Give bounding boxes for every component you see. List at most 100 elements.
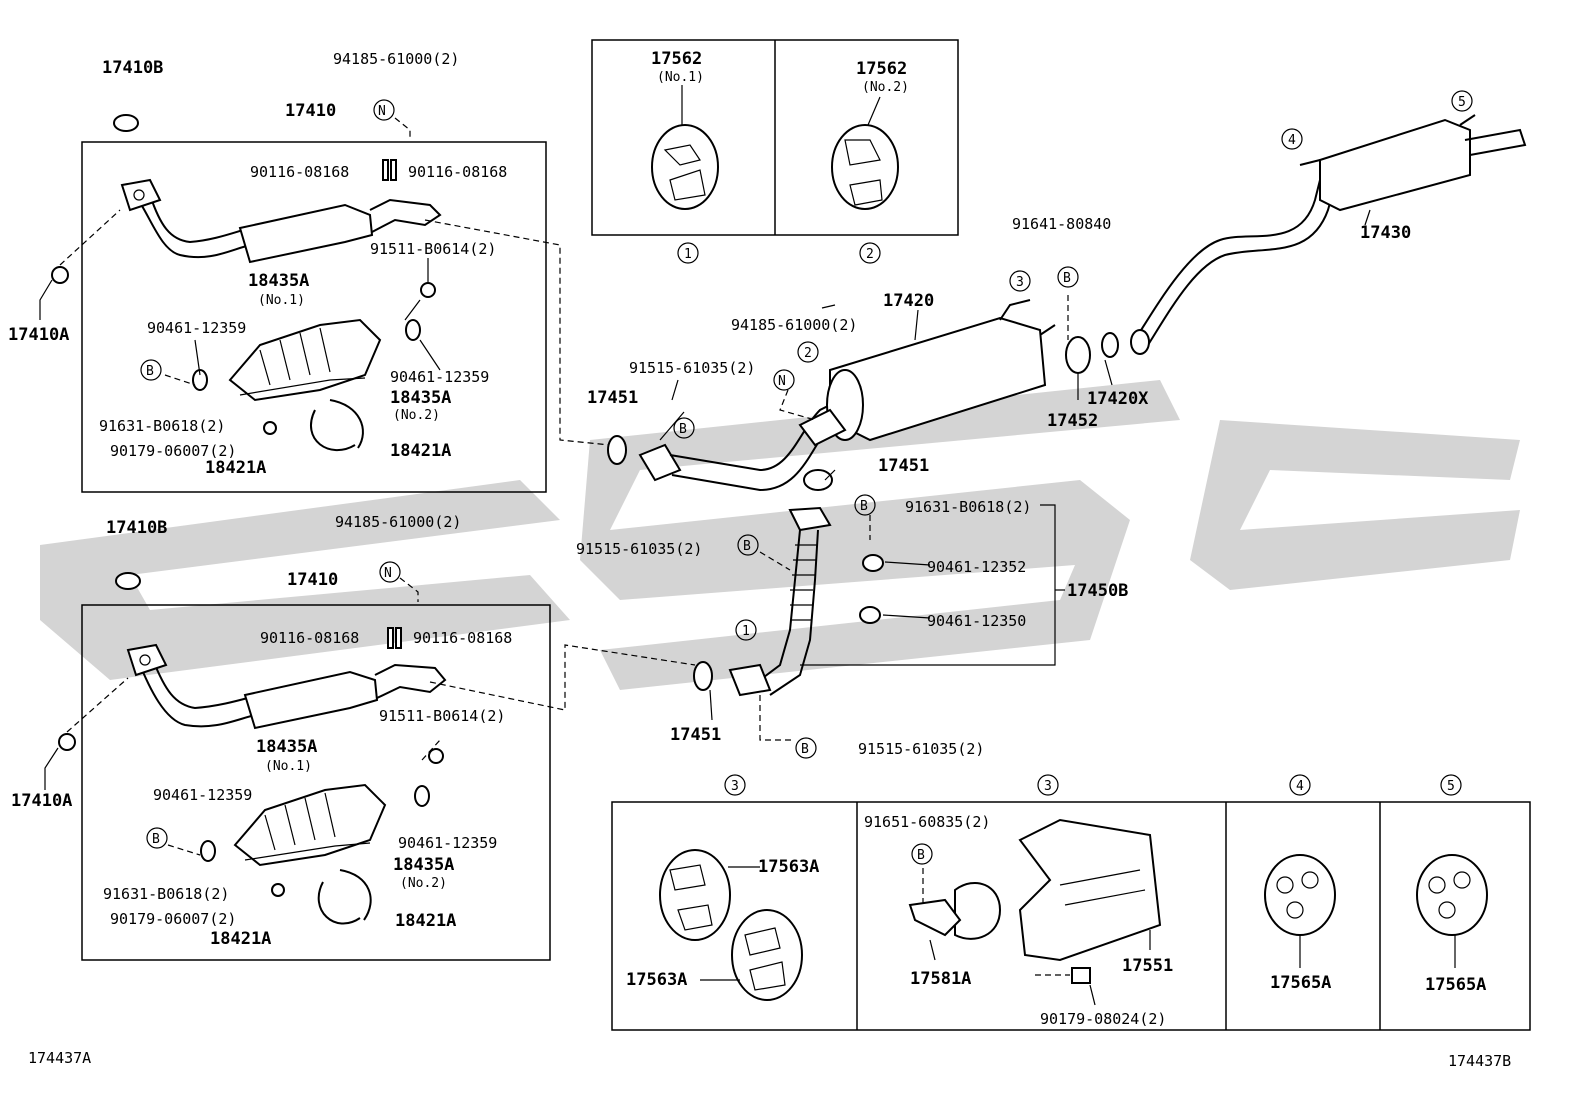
label-91631: 91631-B0618(2) — [905, 498, 1031, 516]
marker-b: B — [801, 742, 809, 757]
labels-hangers-top: 17562 (No.1) 17562 (No.2) — [651, 49, 909, 95]
marker-b: B — [917, 848, 925, 863]
circle-3: 3 — [731, 779, 739, 794]
marker-b: B — [152, 832, 160, 847]
label-91631: 91631-B0618(2) — [103, 885, 229, 903]
gasket-17410b-lower[interactable] — [115, 572, 141, 590]
label-91641: 91641-80840 — [1012, 215, 1111, 233]
label-18435a-no1: 18435A — [248, 271, 309, 291]
label-17563a-1: 17563A — [758, 857, 819, 877]
label-18435a-no1: 18435A — [256, 737, 317, 757]
label-18421a-left: 18421A — [205, 458, 266, 478]
hanger-17563a-2[interactable] — [731, 909, 803, 1001]
damper-17581a[interactable] — [954, 881, 1002, 940]
label-90461-12352: 90461-12352 — [927, 558, 1026, 576]
bolt-91511[interactable] — [420, 282, 436, 298]
label-90461-right: 90461-12359 — [398, 834, 497, 852]
label-18421a-right: 18421A — [395, 911, 456, 931]
catalytic-converter-18435a[interactable] — [228, 318, 382, 402]
marker-n: N — [778, 374, 786, 389]
diagram-id-left: 174437A — [28, 1049, 91, 1067]
label-90461-left: 90461-12359 — [153, 786, 252, 804]
front-pipe-17410-lower[interactable] — [243, 670, 379, 730]
label-18435a-no2-sub: (No.2) — [393, 408, 440, 423]
hanger-box-17562 — [591, 39, 959, 236]
label-18421a-left: 18421A — [210, 929, 271, 949]
circle-2: 2 — [866, 247, 874, 262]
reference-markers: N B N B N B B B B B B 1 2 2 3 4 5 1 3 — [140, 90, 1473, 865]
gasket-17451-lower[interactable] — [693, 661, 713, 691]
upper-front-pipe-group — [39, 114, 611, 493]
circle-5: 5 — [1447, 779, 1455, 794]
label-17410b: 17410B — [106, 518, 167, 538]
circle-1: 1 — [742, 624, 750, 639]
marker-n: N — [378, 104, 386, 119]
hanger-17563a-1[interactable] — [659, 849, 731, 941]
circle-4: 4 — [1296, 779, 1304, 794]
label-17562-no1-sub: (No.1) — [657, 70, 704, 85]
label-91515-mid: 91515-61035(2) — [576, 540, 702, 558]
nut-17410a-lower[interactable] — [58, 733, 76, 751]
label-17452: 17452 — [1047, 411, 1098, 431]
label-90116-left: 90116-08168 — [250, 163, 349, 181]
label-17420: 17420 — [883, 291, 934, 311]
bottom-panels — [611, 801, 1531, 1031]
circle-4: 4 — [1288, 133, 1296, 148]
label-90179: 90179-08024(2) — [1040, 1010, 1166, 1028]
watermark-logo — [40, 380, 1520, 690]
gasket-17410b[interactable] — [113, 114, 139, 132]
circle-5: 5 — [1458, 95, 1466, 110]
label-17565a-1: 17565A — [1270, 973, 1331, 993]
hanger-17562-no1[interactable] — [651, 124, 719, 210]
label-18435a-no2: 18435A — [393, 855, 454, 875]
label-17410a: 17410A — [8, 325, 69, 345]
label-90116-right: 90116-08168 — [408, 163, 507, 181]
front-pipe-17410[interactable] — [238, 203, 374, 264]
clamp-17452[interactable] — [1065, 336, 1091, 374]
diagram-id-right: 174437B — [1448, 1052, 1511, 1070]
circle-3: 3 — [1044, 779, 1052, 794]
label-94185: 94185-61000(2) — [333, 50, 459, 68]
main-muffler-17430[interactable] — [1319, 118, 1471, 212]
hanger-17565a-2[interactable] — [1416, 854, 1488, 936]
hanger-17565a-1[interactable] — [1264, 854, 1336, 936]
label-18435a-no2-sub: (No.2) — [400, 876, 447, 891]
marker-n: N — [384, 566, 392, 581]
label-17451-c: 17451 — [670, 725, 721, 745]
gasket-17420x[interactable] — [1101, 332, 1119, 358]
circle-3: 3 — [1016, 275, 1024, 290]
circle-1: 1 — [684, 247, 692, 262]
label-90116-right: 90116-08168 — [413, 629, 512, 647]
marker-b: B — [146, 364, 154, 379]
heat-insulator-17551[interactable] — [1018, 818, 1162, 962]
label-18421a-right: 18421A — [390, 441, 451, 461]
nut-17410a[interactable] — [51, 266, 69, 284]
label-17430: 17430 — [1360, 223, 1411, 243]
label-17562-no2: 17562 — [856, 59, 907, 79]
label-17581a: 17581A — [910, 969, 971, 989]
lower-front-pipe-group — [44, 572, 696, 961]
label-91511: 91511-B0614(2) — [379, 707, 505, 725]
catalytic-converter-18435a-lower[interactable] — [233, 783, 387, 867]
label-94185: 94185-61000(2) — [731, 316, 857, 334]
label-17451-b: 17451 — [878, 456, 929, 476]
marker-b: B — [1063, 271, 1071, 286]
gasket-17451-upper[interactable] — [607, 435, 627, 465]
label-17565a-2: 17565A — [1425, 975, 1486, 995]
label-17451-a: 17451 — [587, 388, 638, 408]
label-91511: 91511-B0614(2) — [370, 240, 496, 258]
hanger-17562-no2[interactable] — [831, 124, 899, 210]
label-94185: 94185-61000(2) — [335, 513, 461, 531]
circle-2: 2 — [804, 346, 812, 361]
label-90116-left: 90116-08168 — [260, 629, 359, 647]
label-90179: 90179-06007(2) — [110, 910, 236, 928]
label-17410: 17410 — [287, 570, 338, 590]
label-90461-12350: 90461-12350 — [927, 612, 1026, 630]
label-18435a-no1-sub: (No.1) — [258, 293, 305, 308]
labels-bottom-box: 17410B 94185-61000(2) 17410 90116-08168 … — [11, 513, 512, 949]
label-90179: 90179-06007(2) — [110, 442, 236, 460]
label-17410a: 17410A — [11, 791, 72, 811]
label-18435a-no2: 18435A — [390, 388, 451, 408]
label-90461-right: 90461-12359 — [390, 368, 489, 386]
center-pipe-group — [607, 114, 1527, 741]
